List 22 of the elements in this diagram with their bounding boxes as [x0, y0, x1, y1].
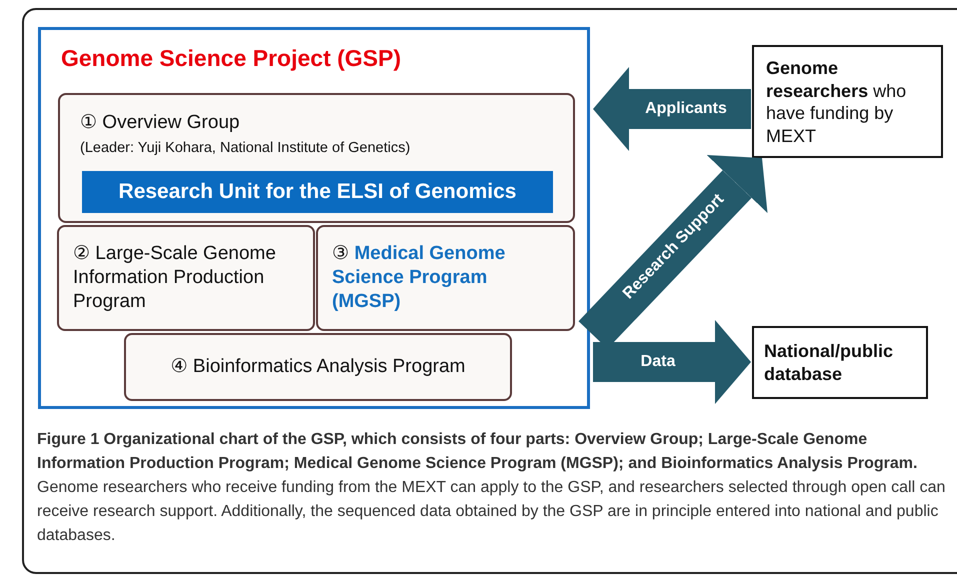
box-text: (Leader: Yuji Kohara, National Institute of Genetics) — [80, 138, 412, 157]
edge-label: Applicants — [645, 100, 727, 118]
box-text: National/public database — [764, 340, 894, 385]
program-box — [124, 333, 512, 401]
box-text: Genome researchers who have funding by MEXT — [766, 57, 908, 147]
box-text: ④ Bioinformatics Analysis Program — [170, 355, 466, 379]
edge-label: Data — [640, 353, 676, 371]
block-arrow — [593, 320, 751, 404]
entity-box — [752, 45, 943, 158]
program-box — [57, 225, 315, 331]
figure-caption: Figure 1 Organizational chart of the GSP, which consists of four parts: Overview Group; Large-Scale Genome Information Production Program; Medical Genome Science Program (MGSP); and Bioinformatics Analysis Program. Genome researchers who receive funding from the MEXT can apply to the GSP, and researchers selected through open call can receive research support. Additionally, the sequenced data obtained by the GSP are in principle entered into national and public databases. — [37, 430, 946, 546]
box-text: ① Overview Group — [80, 111, 241, 135]
title-text: Genome Science Project (GSP) — [61, 44, 402, 73]
project-frame — [38, 27, 590, 409]
group-box — [58, 93, 575, 223]
unit-banner — [82, 171, 553, 213]
entity-box — [752, 326, 928, 399]
box-text: ③ Medical Genome Science Program (MGSP) — [332, 242, 506, 314]
box-text: ② Large-Scale Genome Information Production Program — [73, 242, 277, 314]
block-arrow — [593, 67, 751, 151]
program-box — [316, 225, 575, 331]
box-text: Research Unit for the ELSI of Genomics — [118, 178, 516, 205]
